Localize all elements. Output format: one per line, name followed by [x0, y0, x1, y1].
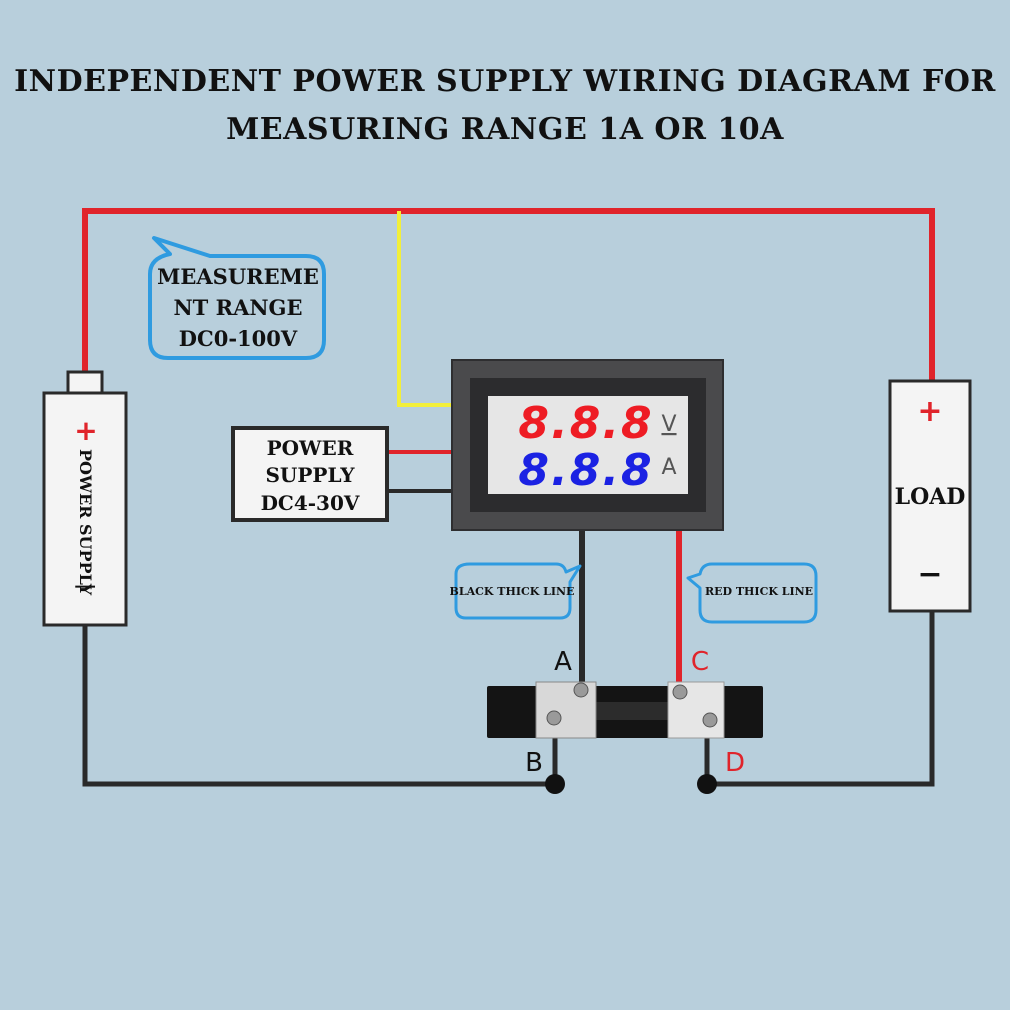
battery-plus-sign: +: [74, 414, 97, 447]
screw-icon: [573, 682, 589, 698]
load-minus-sign: −: [917, 557, 942, 592]
terminal-c-label: C: [691, 647, 709, 677]
battery-power-supply: + POWER SUPPLY |: [42, 370, 128, 627]
yellow-voltage-wire: [397, 211, 452, 407]
load-plus-sign: +: [917, 394, 942, 429]
terminal-b-label: B: [525, 748, 543, 778]
battery-label: POWER SUPPLY: [76, 449, 95, 596]
measurement-range-line-1: MEASUREME: [157, 264, 319, 289]
measurement-range-line-3: DC0-100V: [179, 326, 298, 351]
current-shunt: [487, 681, 763, 739]
battery-minus-sign: |: [75, 583, 99, 590]
black-thick-line-label: BLACK THICK LINE: [450, 585, 575, 598]
title-line-2: MEASURING RANGE 1A OR 10A: [226, 112, 784, 147]
junction-dot-b: [545, 774, 565, 794]
red-thick-line-callout: RED THICK LINE: [686, 562, 818, 624]
screw-icon: [702, 712, 718, 728]
screw-icon: [546, 710, 562, 726]
black-bottom-left-wire: [82, 625, 558, 787]
screw-icon: [672, 684, 688, 700]
title-line-1: INDEPENDENT POWER SUPPLY WIRING DIAGRAM …: [14, 64, 996, 99]
measurement-range-line-2: NT RANGE: [173, 295, 302, 320]
junction-dot-d: [697, 774, 717, 794]
power-supply-box: POWER SUPPLY DC4-30V: [231, 426, 389, 522]
measurement-range-callout: MEASUREME NT RANGE DC0-100V: [148, 236, 326, 360]
terminal-a-label: A: [554, 647, 572, 677]
power-supply-line-1: POWER: [267, 436, 354, 460]
voltage-unit: V: [661, 412, 676, 437]
volt-amp-meter: 8.8.8 8.8.8 V A: [451, 359, 724, 531]
black-bottom-right-wire: [704, 612, 935, 787]
load-label: LOAD: [895, 484, 966, 510]
power-supply-line-3: DC4-30V: [261, 491, 360, 515]
current-unit: A: [661, 455, 676, 480]
black-thick-line-callout: BLACK THICK LINE: [450, 562, 582, 620]
current-display: 8.8.8: [518, 445, 653, 496]
terminal-d-label: D: [725, 748, 745, 778]
voltage-display: 8.8.8: [518, 398, 653, 449]
power-supply-line-2: SUPPLY: [265, 463, 355, 487]
red-thick-line-label: RED THICK LINE: [705, 585, 813, 598]
load-box: + LOAD −: [888, 379, 972, 613]
red-top-wire: [82, 208, 935, 382]
